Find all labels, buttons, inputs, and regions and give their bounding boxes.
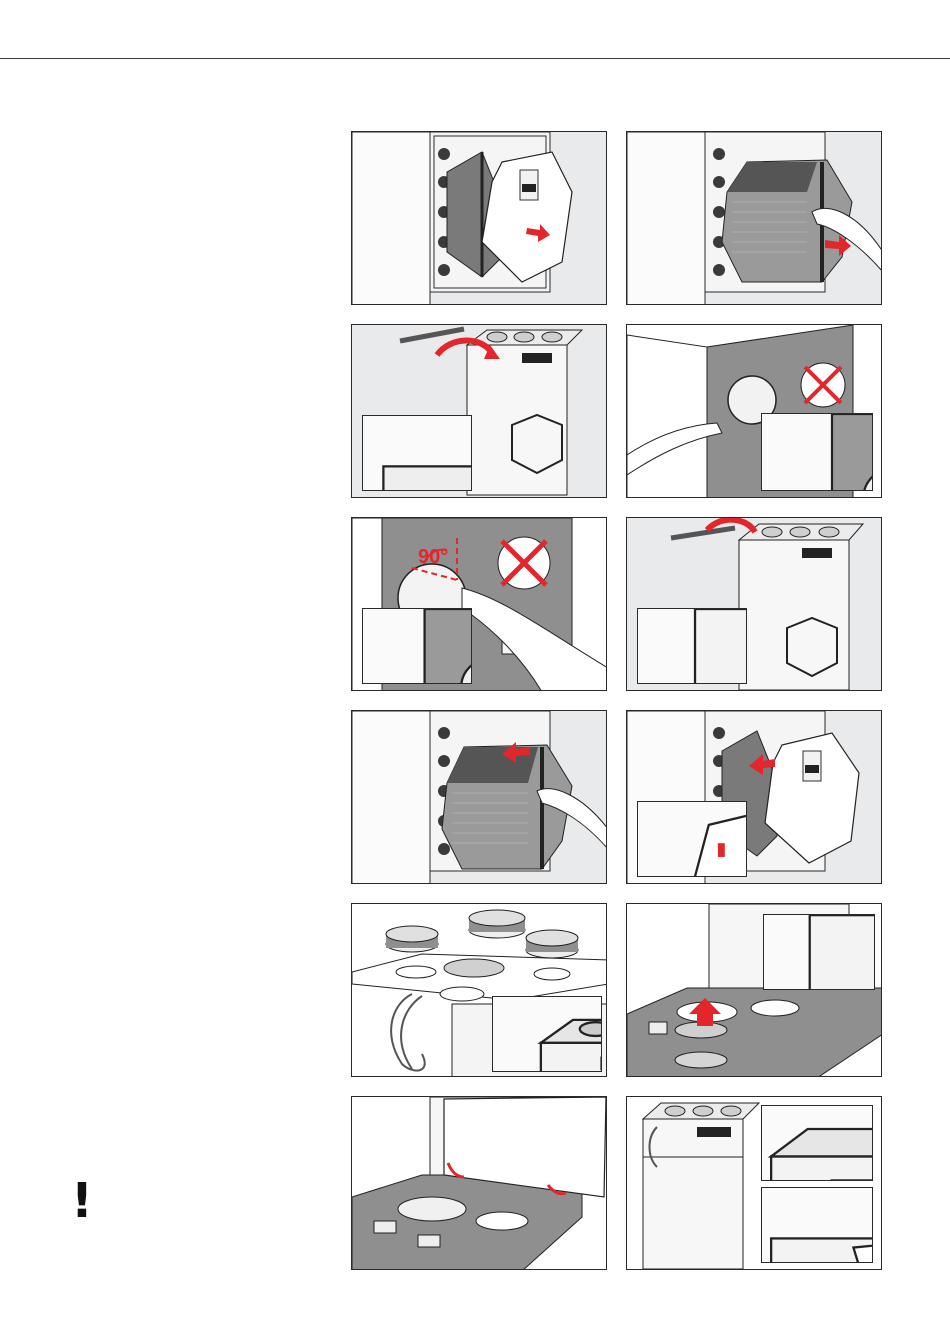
step-12-inset-top-illustration: [762, 1106, 873, 1181]
step-4-inset: [761, 413, 873, 491]
warning-exclamation-icon: !: [68, 1176, 96, 1226]
step-9-panel: [351, 903, 607, 1077]
step-9-inset-illustration: [493, 997, 602, 1072]
step-8-inset-illustration: [638, 802, 747, 877]
step-3-inset: [362, 415, 472, 491]
step-10-inset-illustration: [764, 915, 875, 990]
step-2-illustration: [627, 132, 882, 305]
step-8-panel: [626, 710, 882, 884]
step-2-panel: [626, 131, 882, 305]
step-6-inset: [637, 608, 747, 684]
step-4-panel: [626, 324, 882, 498]
header-rule: [0, 58, 950, 59]
step-6-inset-illustration: [638, 609, 747, 684]
step-10-inset: [763, 914, 875, 990]
step-10-panel: [626, 903, 882, 1077]
step-1-panel: [351, 131, 607, 305]
step-3-inset-illustration: [363, 416, 472, 491]
step-7-illustration: [352, 711, 607, 884]
step-1-illustration: [352, 132, 607, 305]
step-5-panel: 90°: [351, 517, 607, 691]
step-4-inset-illustration: [762, 414, 873, 491]
step-5-inset: [362, 608, 472, 684]
step-8-inset: [637, 801, 747, 877]
step-11-illustration: [352, 1097, 607, 1270]
step-12-inset-top: [761, 1105, 873, 1181]
step-12-panel: [626, 1096, 882, 1270]
step-5-inset-illustration: [363, 609, 472, 684]
rotation-angle-label: 90°: [418, 546, 448, 569]
step-12-inset-bottom-illustration: [762, 1188, 873, 1263]
step-7-panel: [351, 710, 607, 884]
step-9-inset: [492, 996, 602, 1072]
step-11-panel: [351, 1096, 607, 1270]
step-3-panel: [351, 324, 607, 498]
step-6-panel: [626, 517, 882, 691]
step-12-inset-bottom: [761, 1187, 873, 1263]
